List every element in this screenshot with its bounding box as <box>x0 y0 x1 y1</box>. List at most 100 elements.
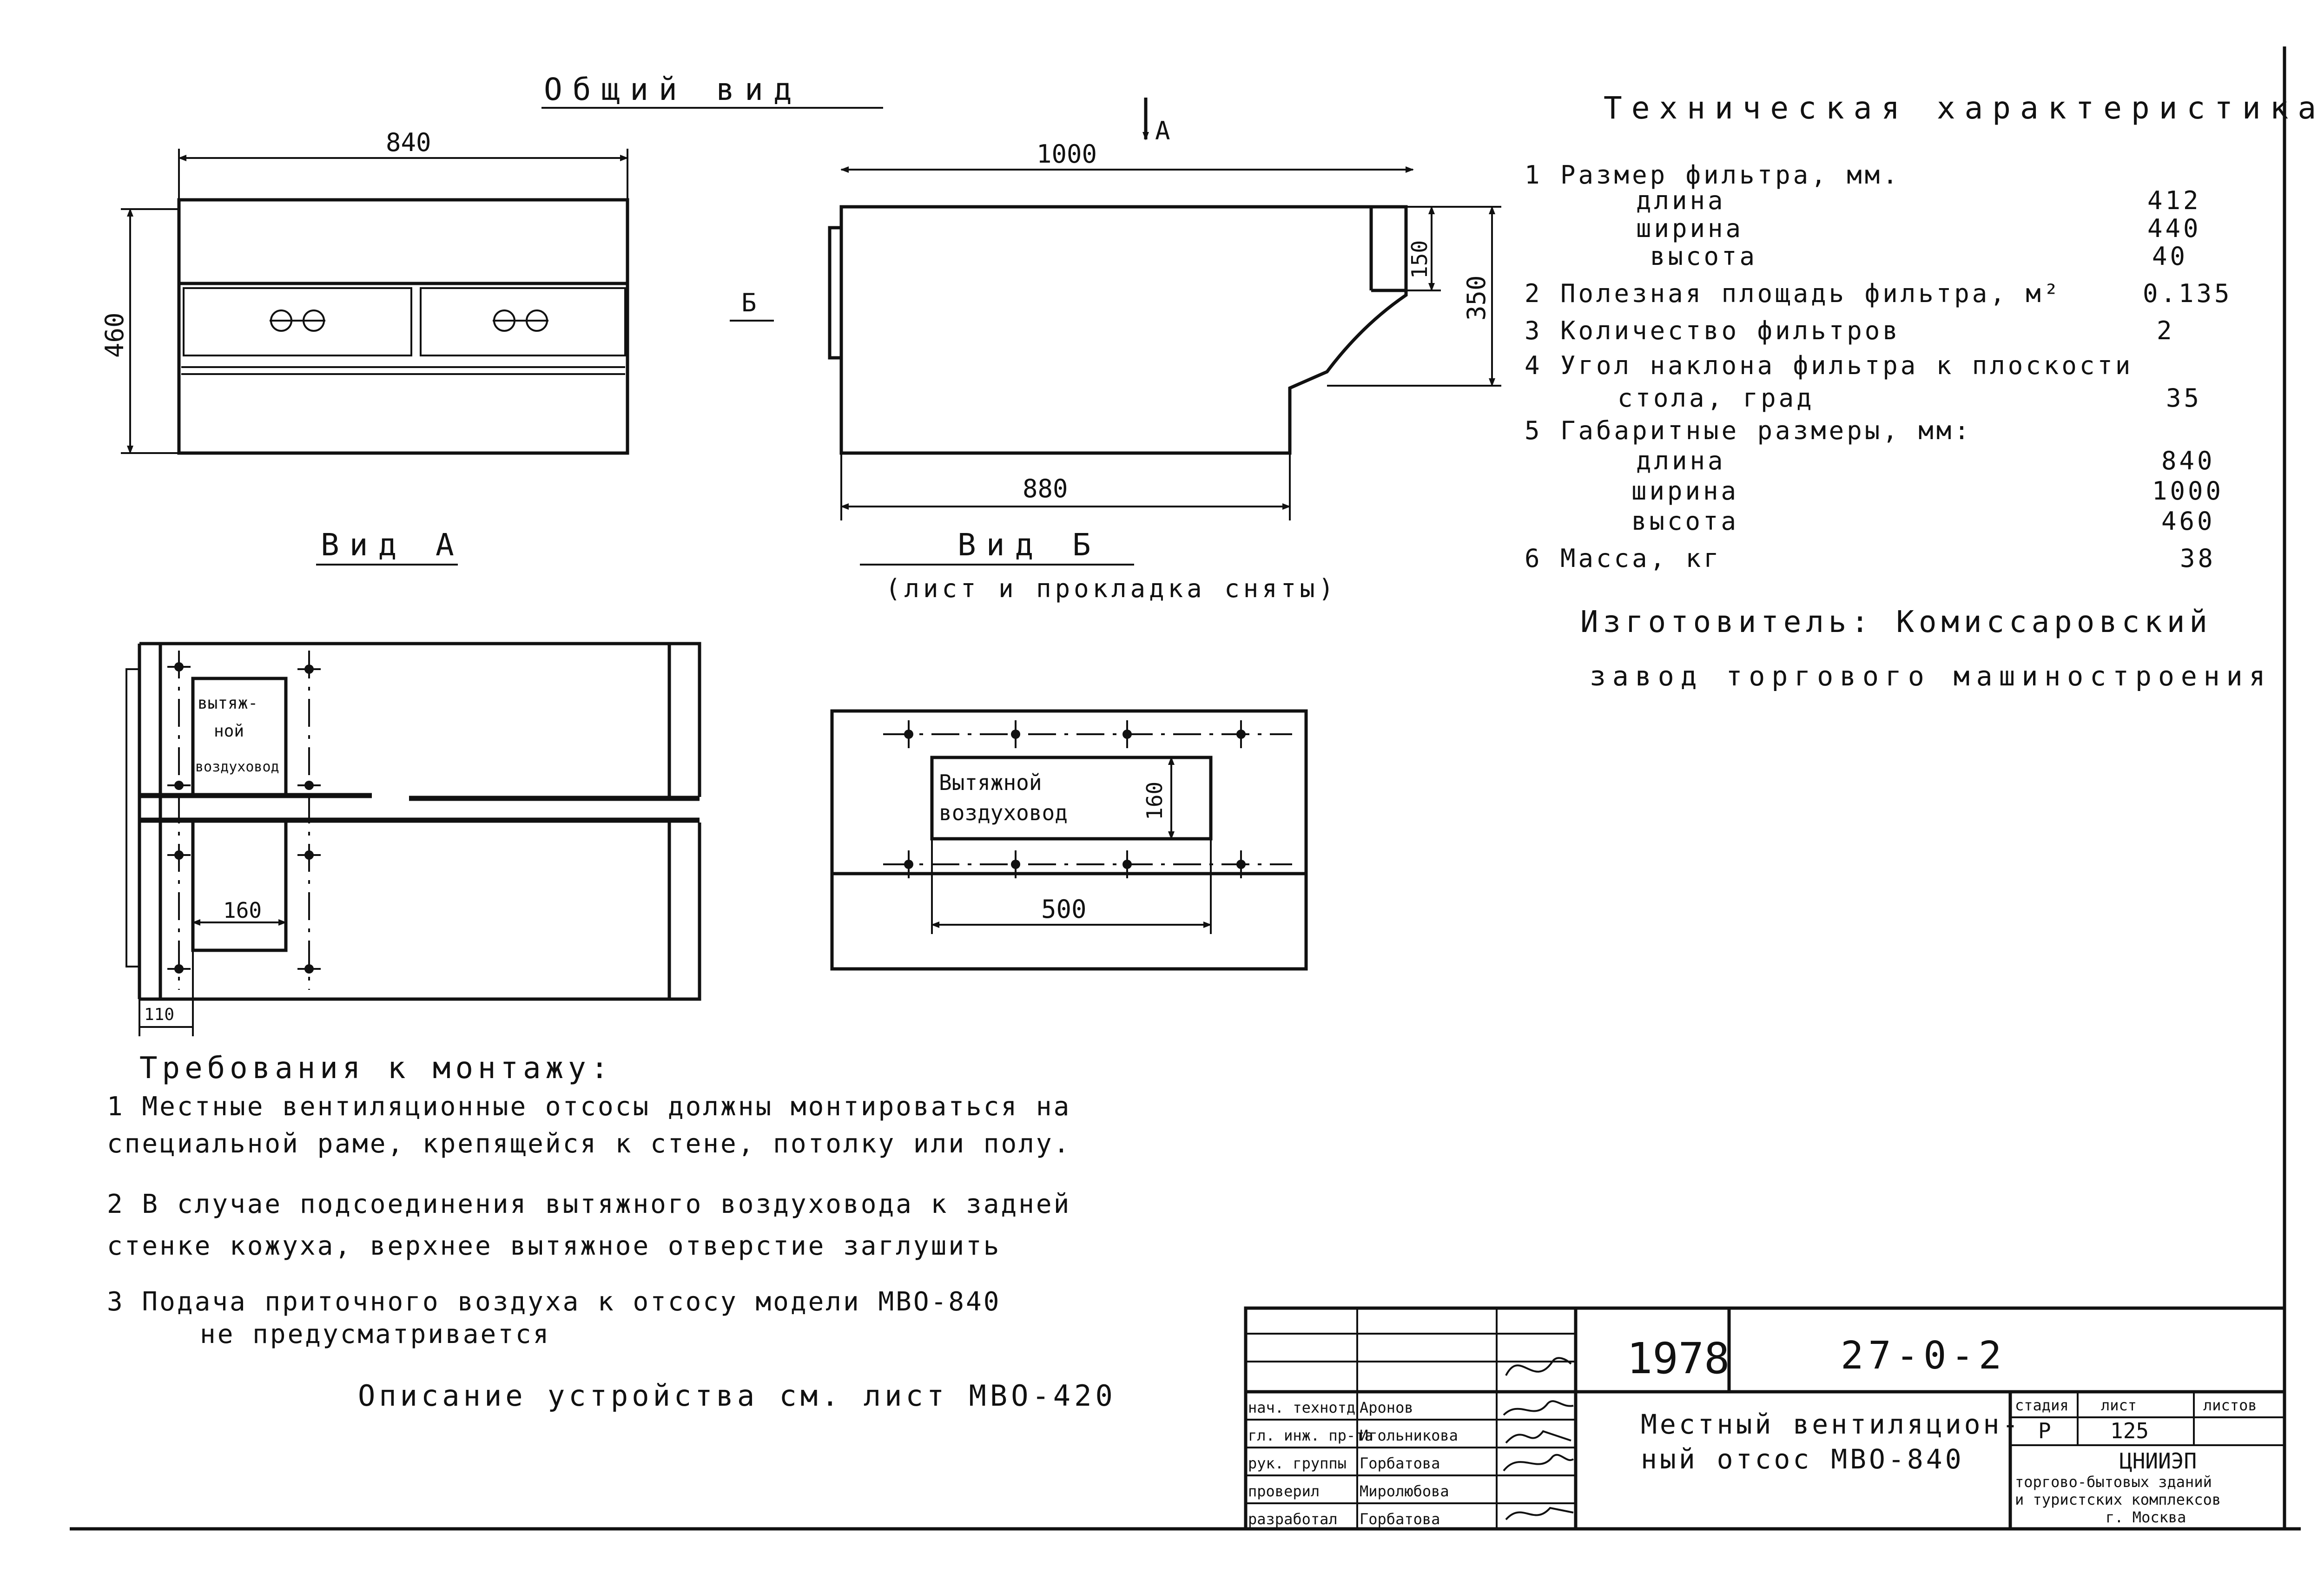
spec-row-7: стола, град <box>1618 383 1815 413</box>
handle-left-icon <box>270 309 325 332</box>
tb-name-1: Игольникова <box>1360 1427 1458 1444</box>
spec-value-12: 38 <box>2180 544 2216 573</box>
side-view-marker: А <box>1155 116 1170 145</box>
tb-name-0: Аронов <box>1360 1399 1413 1416</box>
view-a-outline-top <box>139 642 701 797</box>
tb-sheet-value: 125 <box>2110 1418 2149 1443</box>
req-line-6: не предусматривается <box>200 1319 550 1349</box>
view-a-duct-label-2: ной <box>214 722 244 741</box>
view-a: Вид А вытяж- ной воздуховод <box>125 527 701 1036</box>
filter-left <box>183 287 412 356</box>
side-view-subtitle: (лист и прокладка сняты) <box>885 574 1337 603</box>
tb-name-line-1: Местный вентиляцион- <box>1641 1408 2021 1440</box>
tb-role-4: разработал <box>1248 1510 1338 1528</box>
duct-plan-height-label: 160 <box>1142 782 1167 820</box>
spec-row-11: высота <box>1631 507 1739 536</box>
duct-plan-mount-holes <box>904 720 1246 878</box>
general-height-label: 460 <box>100 312 129 358</box>
view-a-offset-label: 110 <box>144 1005 174 1024</box>
tb-name-line-2: ный отсос МВО-840 <box>1641 1443 1964 1475</box>
duct-plan-label-2: воздуховод <box>939 800 1068 825</box>
req-title: Требования к монтажу: <box>139 1051 613 1086</box>
spec-row-2: ширина <box>1636 214 1743 243</box>
spec-value-11: 460 <box>2161 507 2215 536</box>
tb-stage-value: Р <box>2038 1418 2051 1443</box>
spec-value-4: 0.135 <box>2143 279 2232 308</box>
side-profile-outline <box>839 205 1408 455</box>
side-total-height-label: 350 <box>1462 275 1491 321</box>
tb-role-3: проверил <box>1248 1482 1320 1500</box>
req-line-1: 1 Местные вентиляционные отсосы должны м… <box>107 1092 1071 1122</box>
spec-row-1: длина <box>1636 186 1726 215</box>
spec-row-10: ширина <box>1631 476 1739 506</box>
duct-plan-opening <box>930 756 1213 841</box>
view-a-width-label: 160 <box>223 898 262 923</box>
tb-stage-label: стадия <box>2015 1396 2069 1414</box>
tb-year: 1978 <box>1627 1334 1730 1383</box>
tb-org-line-2: торгово-бытовых зданий <box>2015 1473 2212 1491</box>
spec-row-9: длина <box>1636 446 1726 475</box>
general-side-marker: Б <box>741 288 757 317</box>
tb-name-3: Миролюбова <box>1360 1482 1449 1500</box>
view-a-flange <box>125 668 140 967</box>
tb-name-4: Горбатова <box>1360 1510 1440 1528</box>
general-view-title: Общий вид <box>544 72 802 107</box>
duct-plan-label-1: Вытяжной <box>939 770 1042 795</box>
title-block-outline <box>1244 1306 2286 1531</box>
tb-name-2: Горбатова <box>1360 1454 1440 1472</box>
tb-role-0: нач. технотд <box>1248 1399 1355 1416</box>
view-a-title: Вид А <box>321 527 464 563</box>
view-a-duct-label-3: воздуховод <box>195 759 279 775</box>
spec-row-6: 4 Угол наклона фильтра к плоскости <box>1525 351 2133 380</box>
req-footer: Описание устройства см. лист МВО-420 <box>358 1379 1116 1413</box>
title-block: нач. технотд Аронов гл. инж. пр-та Иголь… <box>70 46 2301 1531</box>
duct-plan-width-label: 500 <box>1041 895 1087 924</box>
signature-marks <box>1503 1357 1574 1520</box>
duct-plan-outline <box>830 709 1308 971</box>
side-top-length-label: 1000 <box>1037 139 1097 169</box>
req-line-2: специальной раме, крепящейся к стене, по… <box>107 1129 1071 1159</box>
tb-org-line-4: г. Москва <box>2106 1508 2186 1526</box>
spec-row-3: высота <box>1650 242 1757 271</box>
general-body-outline <box>177 198 629 455</box>
spec-row-5: 3 Количество фильтров <box>1525 316 1901 345</box>
handle-right-icon <box>493 309 548 332</box>
spec-value-7: 35 <box>2166 383 2202 413</box>
side-back-flange <box>828 226 843 360</box>
tb-sheet-label: лист <box>2101 1396 2137 1414</box>
specs-title: Техническая характеристика <box>1604 90 2324 126</box>
specs-maker-line-1: Изготовитель: Комиссаровский <box>1580 605 2212 639</box>
spec-row-12: 6 Масса, кг <box>1525 544 1722 573</box>
view-a-outline-bottom <box>139 823 701 1001</box>
spec-value-3: 40 <box>2152 242 2188 271</box>
view-a-mount-holes <box>167 662 321 974</box>
view-a-duct-opening-lower <box>191 818 288 952</box>
general-view: Общий вид 840 460 Б <box>100 72 883 455</box>
side-view-b: А 1000 150 350 880 Вид Б (лист и проклад… <box>828 98 1501 603</box>
spec-value-10: 1000 <box>2152 476 2224 506</box>
tb-role-1: гл. инж. пр-та <box>1248 1427 1373 1444</box>
general-width-label: 840 <box>386 128 431 157</box>
req-line-5: 3 Подача приточного воздуха к отсосу мод… <box>107 1287 1001 1317</box>
spec-value-5: 2 <box>2157 316 2175 345</box>
side-small-height-label: 150 <box>1407 240 1432 279</box>
tech-specs: Техническая характеристика 1 Размер филь… <box>1525 90 2324 692</box>
spec-value-1: 412 <box>2147 186 2201 215</box>
spec-value-9: 840 <box>2161 446 2215 475</box>
installation-requirements: Требования к монтажу: 1 Местные вентиляц… <box>107 1051 1116 1413</box>
spec-row-4: 2 Полезная площадь фильтра, м² <box>1525 279 2061 308</box>
spec-row-0: 1 Размер фильтра, мм. <box>1525 160 1901 190</box>
filter-right <box>420 287 626 356</box>
side-bottom-length-label: 880 <box>1023 474 1068 503</box>
side-view-title: Вид Б <box>957 527 1101 563</box>
specs-maker-line-2: завод торгового машиностроения <box>1590 660 2272 692</box>
spec-row-8: 5 Габаритные размеры, мм: <box>1525 416 1972 445</box>
req-line-3: 2 В случае подсоединения вытяжного возду… <box>107 1189 1071 1219</box>
view-a-duct-label-1: вытяж- <box>198 694 258 713</box>
tb-code: 27-0-2 <box>1841 1334 2006 1378</box>
tb-role-2: рук. группы <box>1248 1454 1347 1472</box>
view-a-duct-opening-upper <box>191 677 288 796</box>
tb-org-line-1: ЦНИИЭП <box>2119 1448 2197 1474</box>
tb-org-line-3: и туристских комплексов <box>2015 1491 2221 1508</box>
